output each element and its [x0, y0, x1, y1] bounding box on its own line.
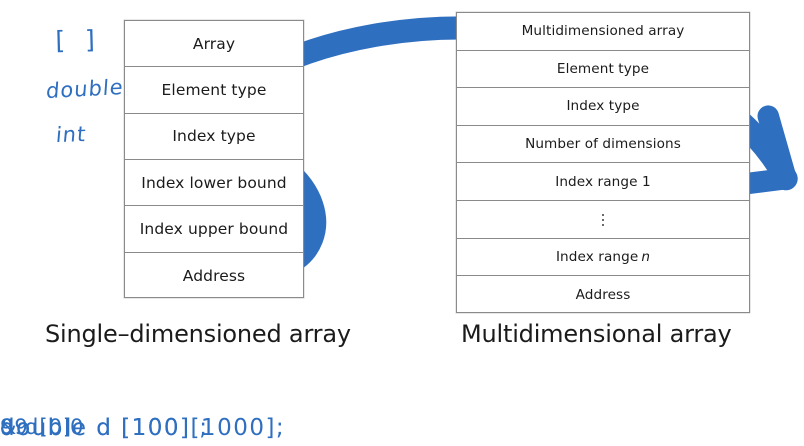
- annotation-declaration-single: double d [100] ;: [0, 414, 209, 441]
- annotation-array-name: [ ]: [55, 24, 102, 55]
- table-row-index-range-1: Index range 1: [457, 163, 749, 201]
- table-row-multidimensioned-array: Multidimensioned array: [457, 13, 749, 51]
- annotation-declaration-multi: double d [100][1000];: [0, 414, 286, 441]
- index-range-n-label: Index range: [555, 248, 639, 265]
- ellipsis-dot-icon: [602, 218, 604, 221]
- table-row-index-type: Index type: [125, 114, 303, 160]
- caption-single-dimensioned-array: Single–dimensioned array: [45, 320, 351, 348]
- table-row-address: Address: [182, 266, 246, 285]
- table-row-vertical-ellipsis: [457, 201, 749, 239]
- ellipsis-dot-icon: [602, 213, 604, 216]
- table-row-address: Address: [575, 286, 631, 303]
- annotation-address: & d[0]: [0, 414, 73, 439]
- caption-multidimensional-array: Multidimensional array: [461, 320, 732, 348]
- index-range-n-variable: n: [641, 248, 651, 265]
- ellipsis-dot-icon: [602, 223, 604, 226]
- annotation-index-lower-bound: 0: [70, 414, 85, 439]
- annotation-element-type: double: [45, 74, 125, 104]
- annotation-index-upper-bound: 99: [0, 414, 29, 439]
- table-row-index-type: Index type: [457, 88, 749, 126]
- table-row-element-type: Element type: [457, 51, 749, 89]
- multidimensional-array-descriptor-table: Multidimensioned array Element type Inde…: [456, 12, 750, 313]
- single-dimensioned-array-descriptor-table: Array Element type Index type Index lowe…: [124, 20, 304, 298]
- table-row-array: Array: [125, 21, 303, 68]
- table-row-number-of-dimensions: Number of dimensions: [457, 126, 749, 164]
- table-row-index-range-n: Index range n: [457, 239, 749, 277]
- annotation-index-type: int: [54, 121, 88, 148]
- table-row-index-lower-bound: Index lower bound: [125, 160, 303, 207]
- table-row-index-upper-bound: Index upper bound: [125, 206, 303, 253]
- table-row-element-type: Element type: [125, 67, 303, 114]
